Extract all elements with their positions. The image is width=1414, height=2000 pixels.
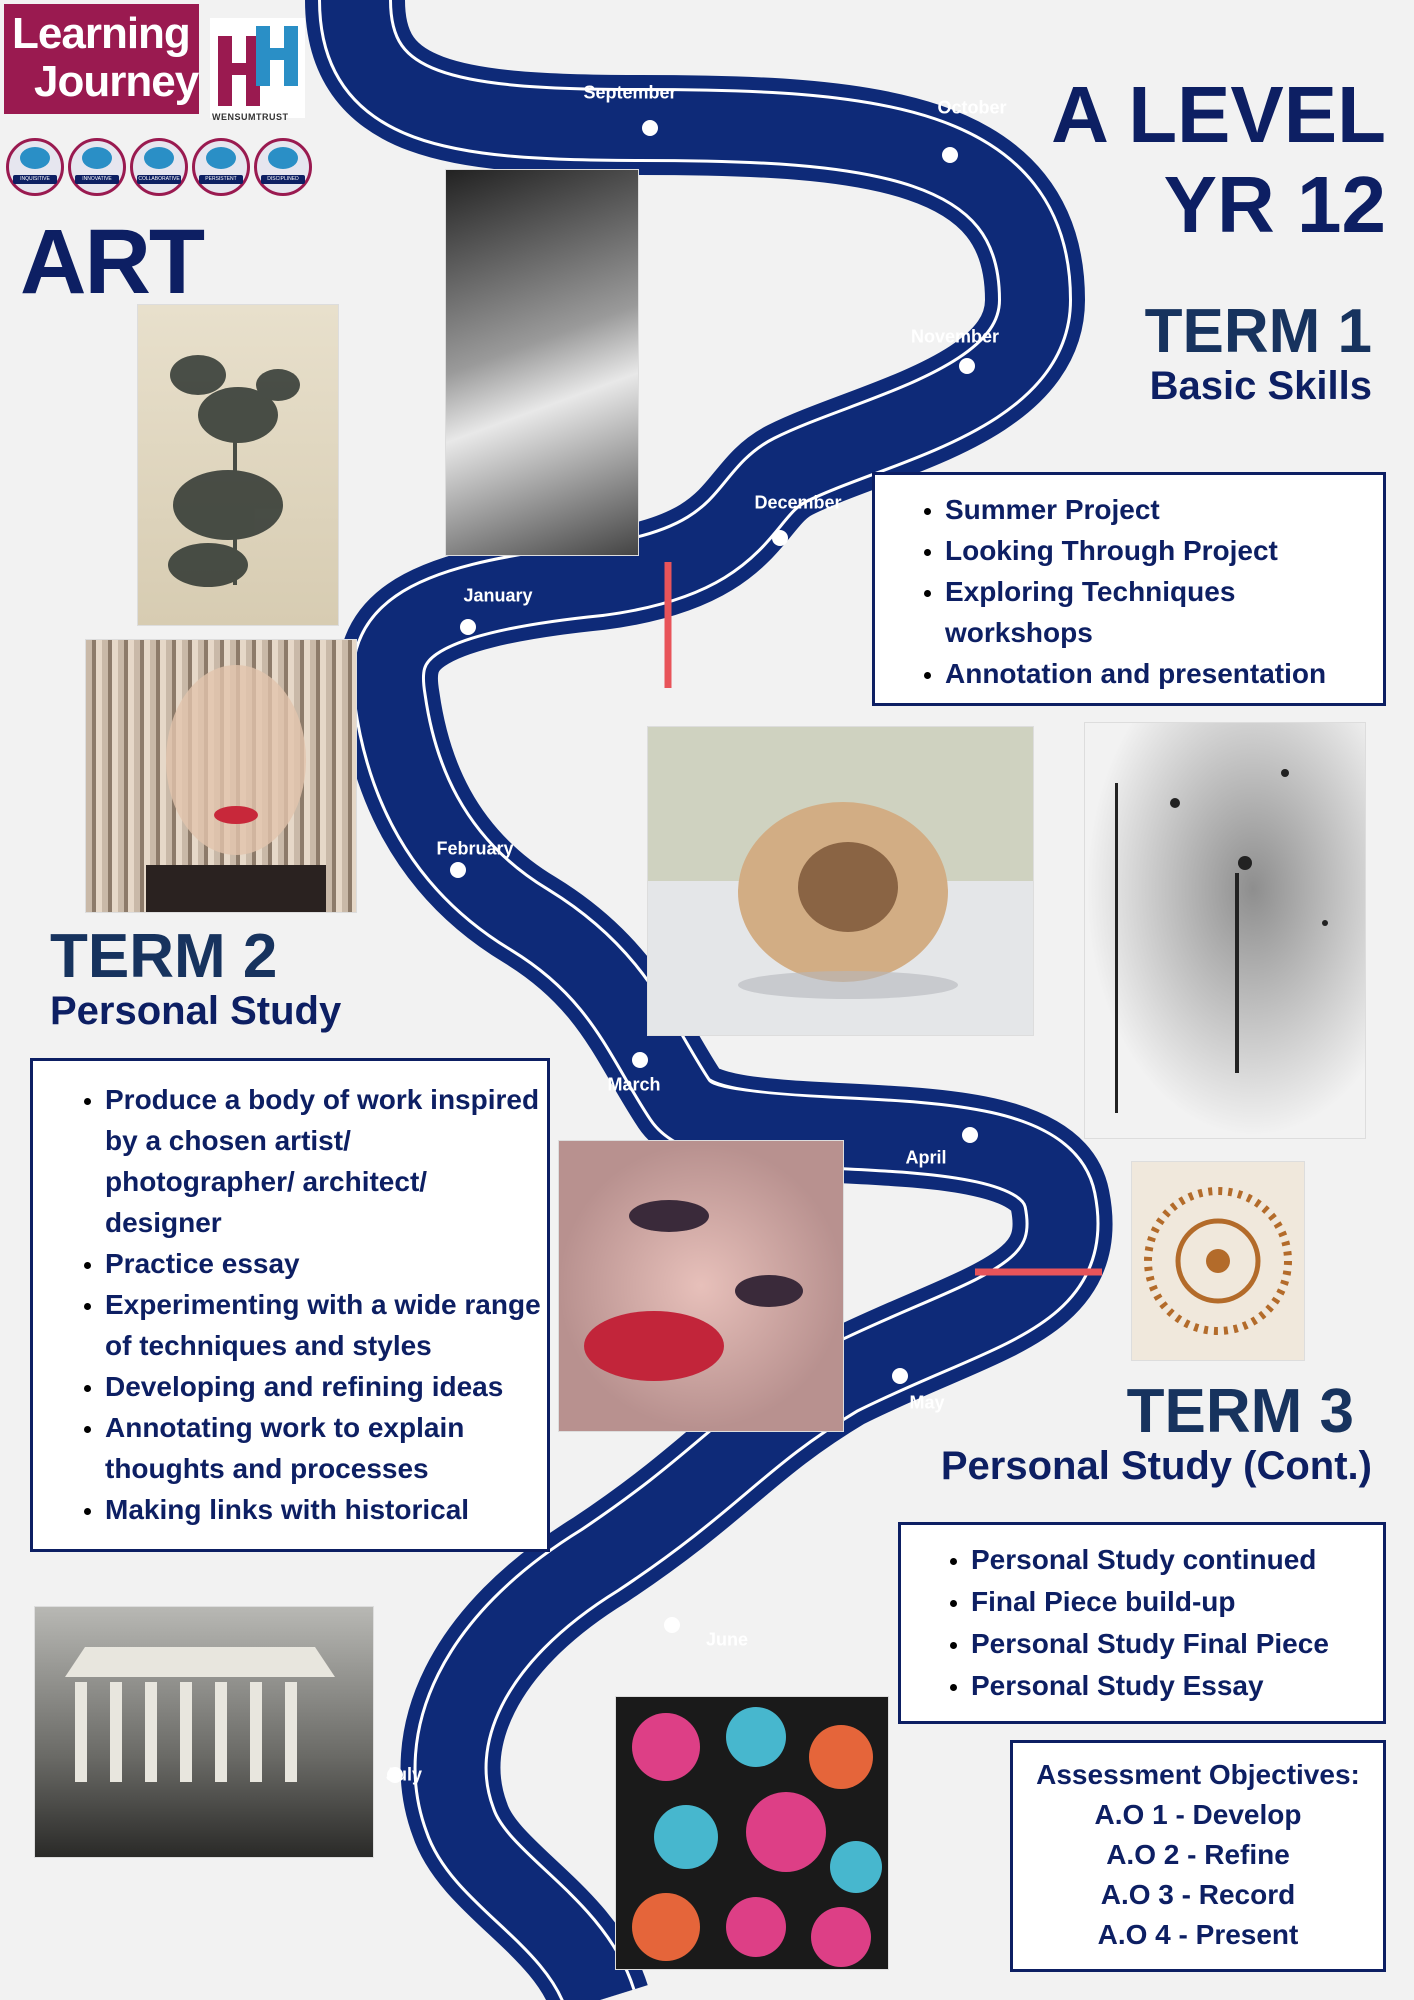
month-label: September xyxy=(583,82,677,103)
list-item: Personal Study continued xyxy=(971,1539,1383,1581)
value-label: INQUISITIVE xyxy=(13,175,57,184)
month-dot xyxy=(632,1052,648,1068)
term1-header: TERM 1 Basic Skills xyxy=(1145,300,1372,409)
month-dot xyxy=(942,147,958,163)
month-dot xyxy=(962,1127,978,1143)
logo-line1: Learning xyxy=(12,9,191,58)
artwork-ink-splatter-image xyxy=(1085,723,1365,1138)
value-badge-icon: INNOVATIVE xyxy=(68,138,126,196)
term2-subtitle: Personal Study xyxy=(50,989,342,1033)
assessment-item: A.O 3 - Record xyxy=(1100,1879,1296,1910)
list-item: Summer Project xyxy=(945,489,1383,530)
school-values: INQUISITIVE INNOVATIVE COLLABORATIVE PER… xyxy=(6,138,312,196)
month-label: April xyxy=(905,1147,947,1168)
list-item: Developing and refining ideas xyxy=(105,1366,541,1407)
level-line1: A LEVEL xyxy=(1051,70,1386,159)
month-label: July xyxy=(385,1764,423,1785)
list-item: Personal Study Final Piece xyxy=(971,1623,1383,1665)
artwork-hand-drawing-image xyxy=(446,170,638,555)
term2-header: TERM 2 Personal Study xyxy=(50,925,341,1034)
term1-list: Summer Project Looking Through Project E… xyxy=(875,489,1383,694)
value-badge-icon: DISCIPLINED xyxy=(254,138,312,196)
term2-list: Produce a body of work inspired by a cho… xyxy=(33,1079,541,1530)
month-markers xyxy=(387,120,978,1783)
term1-list-box: Summer Project Looking Through Project E… xyxy=(872,472,1386,706)
list-item: Annotation and presentation xyxy=(945,653,1383,694)
month-dot xyxy=(772,530,788,546)
assessment-objectives-box: Assessment Objectives: A.O 1 - Develop A… xyxy=(1010,1740,1386,1972)
month-label: January xyxy=(463,585,533,606)
road-surface xyxy=(321,0,1097,2000)
term3-list: Personal Study continued Final Piece bui… xyxy=(901,1539,1383,1707)
term3-header: TERM 3 Personal Study (Cont.) xyxy=(941,1377,1372,1489)
subject-title: ART xyxy=(20,211,205,313)
month-label: March xyxy=(607,1074,661,1095)
logo-line2: Journey xyxy=(34,57,199,106)
trust-name: WENSUMTRUST xyxy=(212,112,289,122)
month-label: December xyxy=(754,492,842,513)
assessment-item: A.O 2 - Refine xyxy=(1106,1839,1290,1870)
month-dot xyxy=(959,358,975,374)
term2-list-box: Produce a body of work inspired by a cho… xyxy=(30,1058,550,1552)
list-item: Looking Through Project xyxy=(945,530,1383,571)
month-label: May xyxy=(909,1392,945,1413)
month-label: November xyxy=(910,326,1000,347)
assessment-item: A.O 4 - Present xyxy=(1097,1919,1299,1950)
artwork-tree-image xyxy=(138,305,338,625)
term3-subtitle: Personal Study (Cont.) xyxy=(940,1444,1372,1488)
value-badge-icon: PERSISTENT xyxy=(192,138,250,196)
artwork-face-slats-image xyxy=(86,640,356,912)
value-label: INNOVATIVE xyxy=(75,175,119,184)
value-label: PERSISTENT xyxy=(199,175,243,184)
term1-subtitle: Basic Skills xyxy=(1149,364,1372,408)
list-item: Personal Study Essay xyxy=(971,1665,1383,1707)
value-badge-icon: COLLABORATIVE xyxy=(130,138,188,196)
artwork-pattern-image xyxy=(1132,1162,1304,1360)
list-item: Experimenting with a wide range of techn… xyxy=(105,1284,541,1366)
month-dot xyxy=(460,619,476,635)
list-item: Annotating work to explain thoughts and … xyxy=(105,1407,541,1489)
list-item: Final Piece build-up xyxy=(971,1581,1383,1623)
list-item: Making links with historical xyxy=(105,1489,541,1530)
level-line2: YR 12 xyxy=(1163,160,1386,249)
month-label: June xyxy=(705,1629,749,1650)
month-dot xyxy=(664,1617,680,1633)
term3-list-box: Personal Study continued Final Piece bui… xyxy=(898,1522,1386,1724)
list-item: Exploring Techniques workshops xyxy=(945,571,1383,653)
term1-heading: TERM 1 xyxy=(1144,297,1372,366)
artwork-pop-pattern-image xyxy=(616,1697,888,1969)
learning-journey-logo: Learning Journey xyxy=(4,4,199,114)
trust-logo-icon xyxy=(210,18,305,118)
value-label: COLLABORATIVE xyxy=(137,175,181,184)
artwork-painted-face-image xyxy=(559,1141,843,1431)
artwork-wooden-sculpture-image xyxy=(648,727,1033,1035)
value-badge-icon: INQUISITIVE xyxy=(6,138,64,196)
month-label: October xyxy=(937,97,1007,118)
term2-heading: TERM 2 xyxy=(50,922,278,991)
list-item: Produce a body of work inspired by a cho… xyxy=(105,1079,541,1243)
month-dot xyxy=(450,862,466,878)
month-dot xyxy=(387,1767,403,1783)
assessment-item: A.O 1 - Develop xyxy=(1094,1799,1302,1830)
level-title: A LEVEL YR 12 xyxy=(1051,70,1386,250)
month-dot xyxy=(642,120,658,136)
month-dot xyxy=(892,1368,908,1384)
value-label: DISCIPLINED xyxy=(261,175,305,184)
term3-heading: TERM 3 xyxy=(1126,1377,1354,1446)
assessment-title: Assessment Objectives: xyxy=(1036,1759,1360,1790)
artwork-parthenon-image xyxy=(35,1607,373,1857)
list-item: Practice essay xyxy=(105,1243,541,1284)
month-label: February xyxy=(436,838,514,859)
